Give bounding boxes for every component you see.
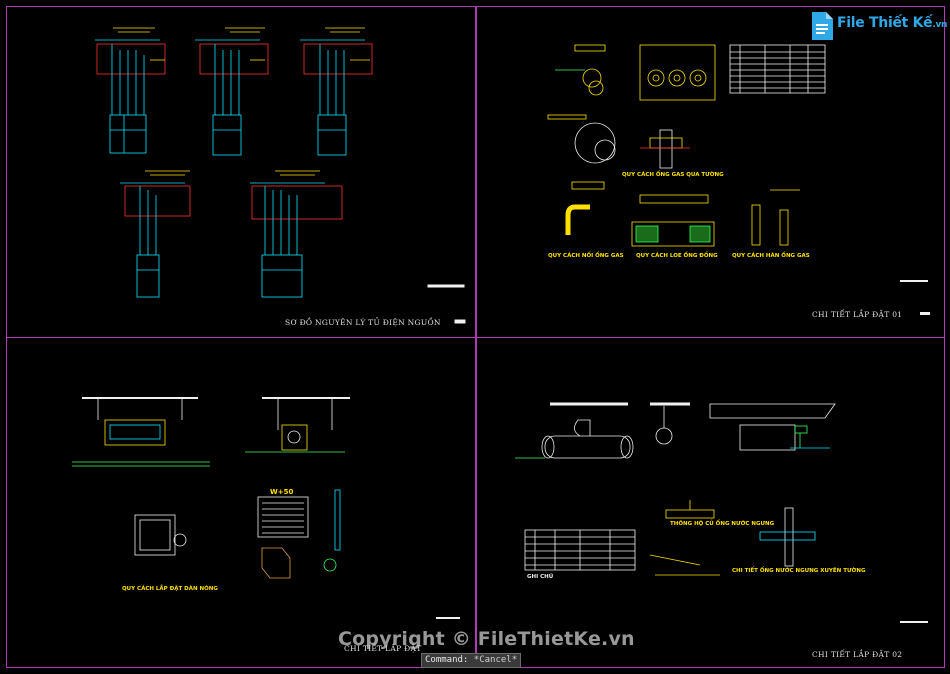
file-icon bbox=[812, 12, 833, 40]
panel-schematic-5 bbox=[250, 170, 343, 298]
layout-title-2: CHI TIẾT LẮP ĐẶT 01 bbox=[812, 310, 903, 319]
drain-pipe-details bbox=[515, 402, 836, 576]
dimension-label: W+50 bbox=[270, 488, 294, 496]
layout-title-4: CHI TIẾT LẮP ĐẶT 02 bbox=[812, 650, 903, 659]
panel-schematic-4 bbox=[120, 170, 191, 298]
command-line[interactable]: Command: *Cancel* bbox=[421, 653, 522, 668]
layout-title-1: SƠ ĐỒ NGUYÊN LÝ TỦ ĐIỆN NGUỒN bbox=[285, 318, 441, 327]
gas-wall-label: QUY CÁCH ỐNG GAS QUA TƯỜNG bbox=[622, 172, 724, 178]
note-label: GHI CHÚ bbox=[527, 574, 554, 580]
brand-name: File Thiết Kế bbox=[837, 15, 933, 31]
title-block-2 bbox=[900, 280, 930, 315]
panel-schematic-2 bbox=[195, 27, 269, 156]
gas-joint-label: QUY CÁCH NỐI ỐNG GAS bbox=[548, 253, 624, 259]
layout-frame-3[interactable] bbox=[6, 337, 477, 668]
command-label: Command: bbox=[425, 655, 469, 665]
title-block-3 bbox=[436, 617, 460, 619]
gas-weld-label: QUY CÁCH HÀN ỐNG GAS bbox=[732, 253, 810, 259]
panel-schematic-3 bbox=[300, 27, 373, 156]
copyright-watermark: Copyright © FileThietKe.vn bbox=[338, 628, 635, 650]
drain-pipe-label: THÔNG HỘ CỦ ỐNG NƯỚC NGƯNG bbox=[670, 521, 775, 527]
indoor-unit-label: QUY CÁCH LẮP ĐẶT DÀN NÓNG bbox=[122, 586, 218, 592]
layout-title-3: CHI TIẾT LẮP ĐẶT bbox=[344, 644, 422, 653]
gas-flare-label: QUY CÁCH LOE ỐNG ĐỒNG bbox=[636, 253, 718, 259]
panel-schematic-1 bbox=[95, 27, 166, 154]
title-block-4 bbox=[900, 621, 928, 623]
brand-logo: File Thiết Kế.vn bbox=[809, 11, 947, 43]
title-block-1 bbox=[427, 284, 466, 324]
command-value: *Cancel* bbox=[473, 655, 518, 665]
gas-pipe-details bbox=[547, 44, 826, 247]
unit-install-details bbox=[72, 397, 350, 579]
brand-suffix: .vn bbox=[932, 20, 948, 30]
drain-wall-label: CHI TIẾT ỐNG NƯỚC NGƯNG XUYÊN TƯỜNG bbox=[732, 568, 866, 574]
layout-frame-4[interactable] bbox=[475, 337, 945, 668]
